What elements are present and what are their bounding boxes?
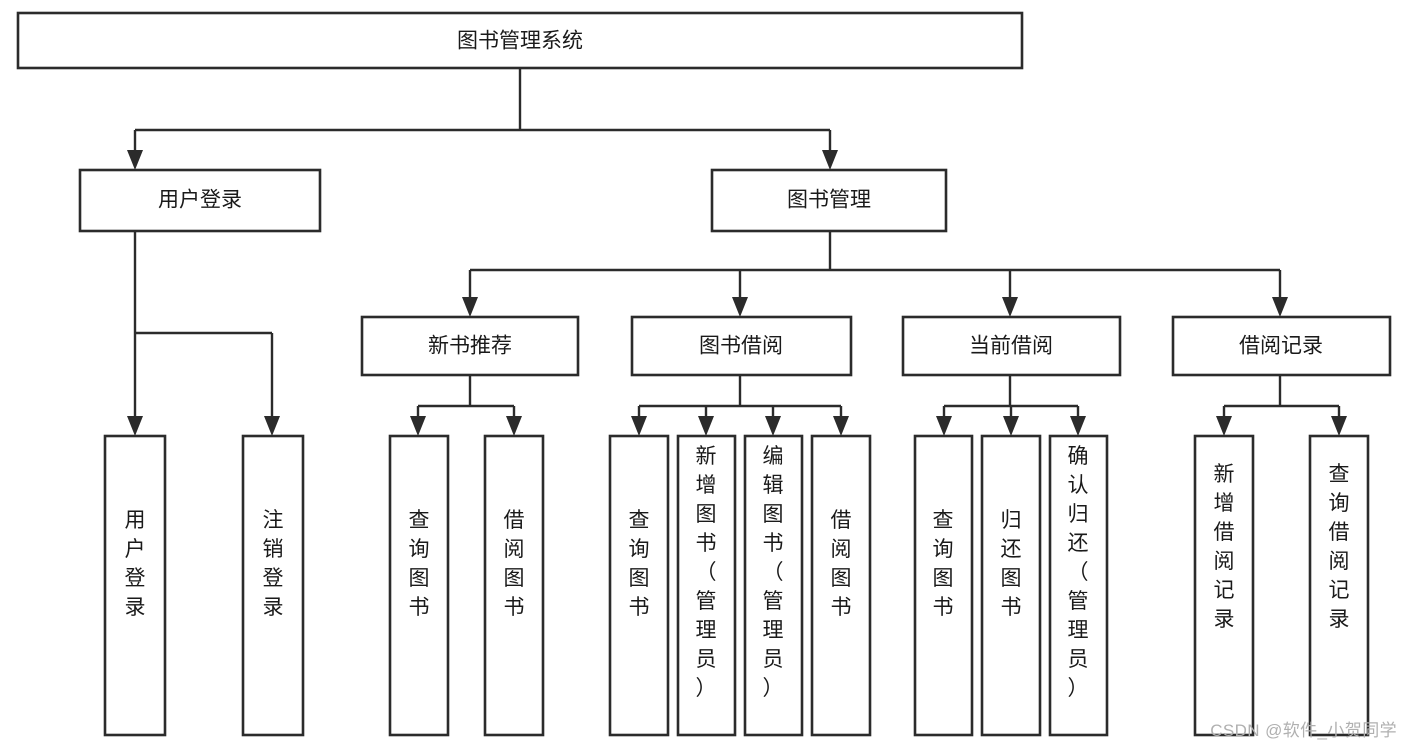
node-leaf-8-box[interactable] <box>810 434 872 737</box>
arrowhead-leaf-10 <box>1003 416 1019 436</box>
arrowhead-leaf-13 <box>1331 416 1347 436</box>
node-bookmgmt-box[interactable] <box>710 168 948 233</box>
node-leaf-11-box[interactable] <box>1048 434 1109 737</box>
arrowhead-records <box>1272 297 1288 317</box>
node-newbook-box[interactable] <box>360 315 580 377</box>
node-leaf-2[interactable]: 注销登录 <box>241 434 305 737</box>
node-leaf-6-label: 新增图书（管理员） <box>696 445 717 700</box>
node-leaf-11-label: 确认归还（管理员） <box>1068 445 1089 700</box>
node-leaf-10-label: 归还图书 <box>1001 509 1022 619</box>
csdn-watermark: CSDN @软件_小贺同学 <box>1210 721 1397 740</box>
node-leaf-4-label: 借阅图书 <box>504 509 525 619</box>
node-leaf-9[interactable]: 查询图书 <box>913 434 974 737</box>
arrowhead-leaf-7 <box>765 416 781 436</box>
arrowhead-leaf-5 <box>631 416 647 436</box>
node-leaf-8-label: 借阅图书 <box>831 509 852 619</box>
arrowhead-leaf-1 <box>127 416 143 436</box>
node-borrow[interactable]: 图书借阅 <box>630 315 853 377</box>
node-leaf-3[interactable]: 查询图书 <box>388 434 450 737</box>
connectors-layer <box>127 68 1347 436</box>
arrowhead-newbook <box>462 297 478 317</box>
node-leaf-10[interactable]: 归还图书 <box>980 434 1042 737</box>
node-login-box[interactable] <box>78 168 322 233</box>
node-leaf-1-label: 用户登录 <box>125 509 146 619</box>
node-leaf-5[interactable]: 查询图书 <box>608 434 670 737</box>
node-leaf-1-box[interactable] <box>103 434 167 737</box>
arrowhead-leaf-11 <box>1070 416 1086 436</box>
arrowhead-leaf-8 <box>833 416 849 436</box>
node-root-box[interactable] <box>16 11 1024 70</box>
node-leaf-11[interactable]: 确认归还（管理员） <box>1048 434 1109 737</box>
arrowhead-borrow <box>732 297 748 317</box>
arrowhead-leaf-4 <box>506 416 522 436</box>
node-leaf-8[interactable]: 借阅图书 <box>810 434 872 737</box>
node-login[interactable]: 用户登录 <box>78 168 322 233</box>
arrowhead-leaf-6 <box>698 416 714 436</box>
arrowhead-leaf-9 <box>936 416 952 436</box>
arrowhead-login <box>127 150 143 170</box>
node-bookmgmt[interactable]: 图书管理 <box>710 168 948 233</box>
node-leaf-13[interactable]: 查询借阅记录 <box>1308 434 1370 737</box>
node-leaf-7-box[interactable] <box>743 434 804 737</box>
arrowhead-leaf-2 <box>264 416 280 436</box>
node-records-box[interactable] <box>1171 315 1392 377</box>
arrowhead-bookmgmt <box>822 150 838 170</box>
node-leaf-10-box[interactable] <box>980 434 1042 737</box>
node-root[interactable]: 图书管理系统 <box>16 11 1024 70</box>
node-root-label: 图书管理系统 <box>457 30 583 53</box>
node-leaf-4-box[interactable] <box>483 434 545 737</box>
node-leaf-6[interactable]: 新增图书（管理员） <box>676 434 737 737</box>
node-newbook[interactable]: 新书推荐 <box>360 315 580 377</box>
node-leaf-5-label: 查询图书 <box>629 509 650 619</box>
node-leaf-12-box[interactable] <box>1193 434 1255 737</box>
node-leaf-3-label: 查询图书 <box>409 509 430 619</box>
node-leaf-12[interactable]: 新增借阅记录 <box>1193 434 1255 737</box>
node-records[interactable]: 借阅记录 <box>1171 315 1392 377</box>
node-login-label: 用户登录 <box>158 189 242 212</box>
node-current-label: 当前借阅 <box>969 335 1053 358</box>
arrowhead-leaf-12 <box>1216 416 1232 436</box>
node-leaf-7-label: 编辑图书（管理员） <box>763 445 784 700</box>
node-current[interactable]: 当前借阅 <box>901 315 1122 377</box>
arrowhead-current <box>1002 297 1018 317</box>
node-records-label: 借阅记录 <box>1239 335 1323 358</box>
node-leaf-2-label: 注销登录 <box>263 509 284 619</box>
node-leaf-9-label: 查询图书 <box>933 509 954 619</box>
arrowhead-leaf-3 <box>410 416 426 436</box>
node-leaf-2-box[interactable] <box>241 434 305 737</box>
node-leaf-12-label: 新增借阅记录 <box>1214 463 1235 631</box>
node-leaf-1[interactable]: 用户登录 <box>103 434 167 737</box>
node-leaf-6-box[interactable] <box>676 434 737 737</box>
node-leaf-4[interactable]: 借阅图书 <box>483 434 545 737</box>
node-bookmgmt-label: 图书管理 <box>787 189 871 212</box>
node-leaf-3-box[interactable] <box>388 434 450 737</box>
node-borrow-label: 图书借阅 <box>699 335 783 358</box>
node-leaf-5-box[interactable] <box>608 434 670 737</box>
node-newbook-label: 新书推荐 <box>428 335 512 358</box>
node-leaf-13-box[interactable] <box>1308 434 1370 737</box>
node-leaf-9-box[interactable] <box>913 434 974 737</box>
node-leaf-7[interactable]: 编辑图书（管理员） <box>743 434 804 737</box>
node-current-box[interactable] <box>901 315 1122 377</box>
node-borrow-box[interactable] <box>630 315 853 377</box>
node-leaf-13-label: 查询借阅记录 <box>1329 463 1350 631</box>
